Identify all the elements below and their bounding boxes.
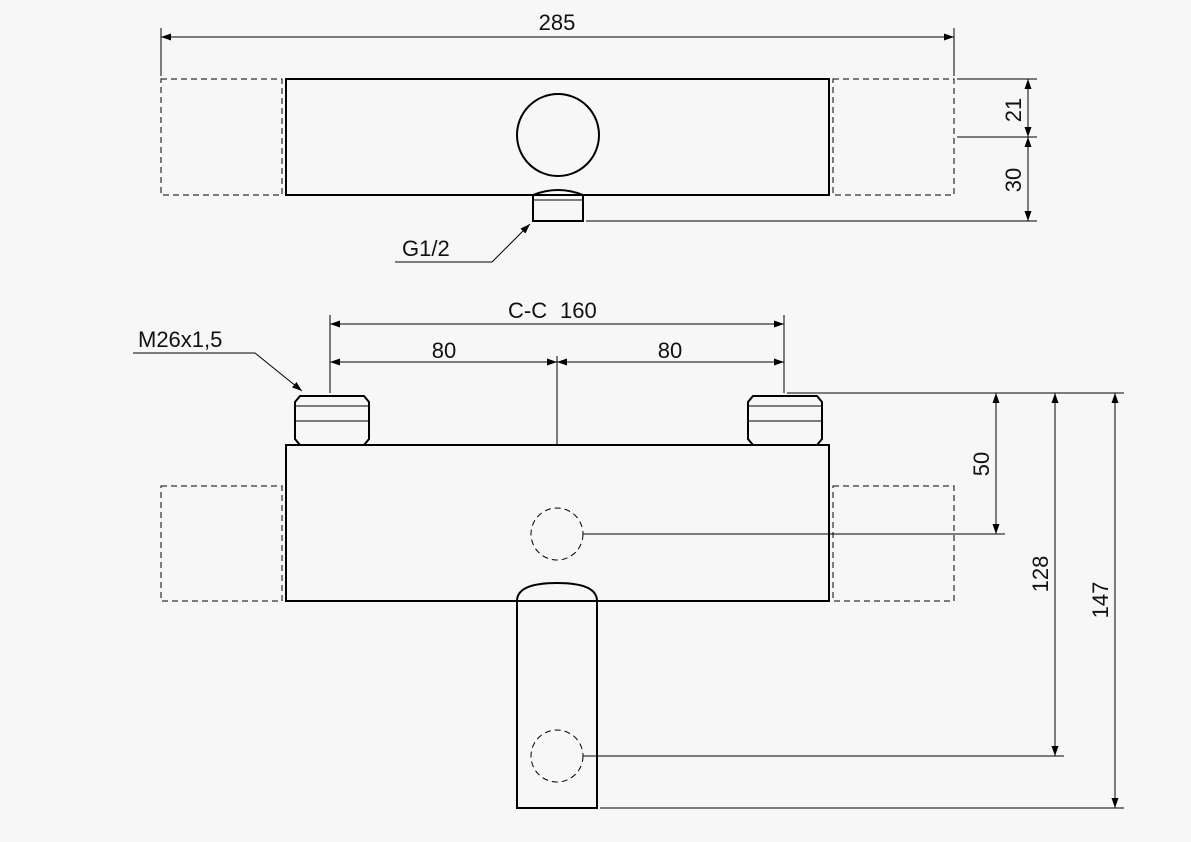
cc-value: 160 [560,298,597,323]
height-50-value: 50 [969,452,994,476]
front-spout [516,581,598,809]
half-right-value: 80 [658,338,682,363]
top-left-wall-dashed [160,78,283,196]
cc-label: C-C [508,298,547,323]
front-hidden-knob-circle [530,507,584,561]
top-body-outline [285,78,830,196]
front-spout-outlet-circle [530,729,584,783]
top-width-value: 285 [539,10,576,35]
height-147-value: 147 [1088,582,1113,619]
top-right-wall-dashed [832,78,955,196]
top-knob-circle [516,93,600,177]
front-left-wall-dashed [160,485,283,602]
top-outlet-stub [532,189,584,222]
top-depth-lower-value: 30 [1001,168,1026,192]
half-left-value: 80 [432,338,456,363]
front-body-outline [285,444,830,602]
inlet-thread-label: M26x1,5 [138,327,222,352]
top-view: 285 21 30 G1/2 [160,10,1037,263]
height-128-value: 128 [1028,556,1053,593]
front-right-wall-dashed [832,485,955,602]
front-view: C-C 160 80 80 M26x1,5 50 128 147 [133,298,1124,809]
top-depth-upper-value: 21 [1001,98,1026,122]
left-inlet-connector [294,395,370,446]
right-inlet-connector [747,395,823,446]
inlet-thread-leader [133,352,303,392]
outlet-thread-label: G1/2 [402,236,450,261]
outlet-thread-leader [395,223,531,263]
